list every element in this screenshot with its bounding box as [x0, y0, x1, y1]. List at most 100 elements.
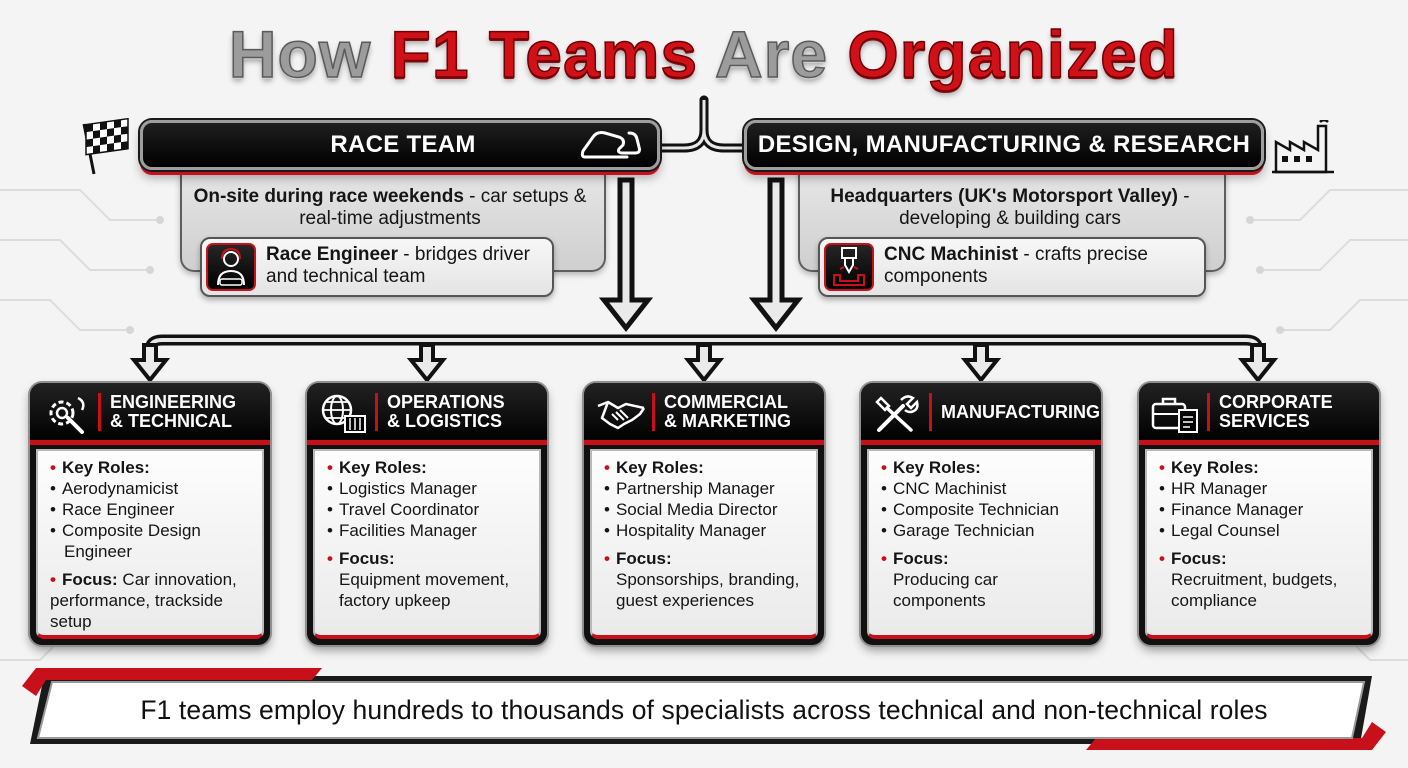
race-team-description-rest: - car setups & real-time adjustments [299, 186, 587, 229]
focus-label: Focus: [50, 570, 118, 589]
tools-icon [875, 395, 919, 432]
focus-block: Focus: Sponsorships, branding, guest exp… [604, 548, 814, 611]
dept-body: Key Roles: HR Manager Finance Manager Le… [1145, 449, 1373, 639]
dept-header: MANUFACTURING [861, 383, 1101, 445]
focus-label: Focus: [881, 549, 949, 568]
role-list: CNC Machinist Composite Technician Garag… [881, 478, 1091, 541]
dept-title-commercial: COMMERCIAL & MARKETING [664, 392, 791, 431]
dmr-banner: DESIGN, MANUFACTURING & RESEARCH [744, 120, 1264, 170]
role-list: Partnership Manager Social Media Directo… [604, 478, 814, 541]
cnc-machinist-desc: - crafts precise components [884, 244, 1148, 287]
focus-text: Equipment movement, factory upkeep [339, 570, 510, 610]
focus-text: Recruitment, budgets, compliance [1171, 570, 1338, 610]
dept-header: OPERATIONS & LOGISTICS [307, 383, 547, 445]
footer-banner [22, 668, 1386, 750]
dept-separator [1207, 393, 1210, 431]
dept-body: Key Roles: Aerodynamicist Race Engineer … [36, 449, 264, 639]
role-item: Social Media Director [604, 499, 814, 520]
role-item: Hospitality Manager [604, 520, 814, 541]
key-roles-label: Key Roles: [604, 457, 814, 478]
dept-card-commercial: COMMERCIAL & MARKETING Key Roles: Partne… [584, 383, 824, 645]
cnc-machine-icon [824, 243, 874, 291]
race-team-banner: RACE TEAM [140, 120, 660, 170]
dept-card-corporate: CORPORATE SERVICES Key Roles: HR Manager… [1139, 383, 1379, 645]
role-item: Partnership Manager [604, 478, 814, 499]
dept-card-engineering: ENGINEERING & TECHNICAL Key Roles: Aerod… [30, 383, 270, 645]
dept-header: CORPORATE SERVICES [1139, 383, 1379, 445]
race-team-description: On-site during race weekends - car setup… [190, 186, 590, 230]
dept-header: COMMERCIAL & MARKETING [584, 383, 824, 445]
dept-separator [652, 393, 655, 431]
key-roles-label: Key Roles: [50, 457, 260, 478]
focus-block: Focus: Car innovation, performance, trac… [50, 569, 260, 632]
focus-block: Focus: Equipment movement, factory upkee… [327, 548, 537, 611]
role-item: Travel Coordinator [327, 499, 537, 520]
dept-title-corporate: CORPORATE SERVICES [1219, 392, 1333, 431]
dept-separator [375, 393, 378, 431]
race-engineer-text: Race Engineer - bridges driver and techn… [266, 244, 546, 288]
role-list: HR Manager Finance Manager Legal Counsel [1159, 478, 1369, 541]
race-team-label: RACE TEAM [330, 131, 476, 158]
handshake-icon [597, 400, 646, 430]
dept-body: Key Roles: Logistics Manager Travel Coor… [313, 449, 541, 639]
focus-text: Car innovation, performance, trackside s… [50, 570, 237, 631]
race-engineer-role-box: Race Engineer - bridges driver and techn… [200, 237, 554, 297]
focus-block: Focus: Recruitment, budgets, compliance [1159, 548, 1369, 611]
focus-label: Focus: [604, 549, 672, 568]
dept-title-engineering: ENGINEERING & TECHNICAL [110, 392, 237, 431]
focus-label: Focus: [1159, 549, 1227, 568]
dept-body: Key Roles: CNC Machinist Composite Techn… [867, 449, 1095, 639]
role-item: Facilities Manager [327, 520, 537, 541]
race-team-description-bold: On-site during race weekends [193, 186, 464, 207]
factory-icon [1272, 120, 1334, 174]
role-item: Legal Counsel [1159, 520, 1369, 541]
role-item: Finance Manager [1159, 499, 1369, 520]
dept-title-operations: OPERATIONS & LOGISTICS [387, 392, 505, 431]
briefcase-icon [1151, 397, 1198, 433]
race-track-icon [580, 131, 641, 159]
role-item: Logistics Manager [327, 478, 537, 499]
cnc-machinist-title: CNC Machinist [884, 244, 1019, 265]
focus-text: Sponsorships, branding, guest experience… [616, 570, 800, 610]
footer-message: F1 teams employ hundreds to thousands of… [140, 694, 1268, 725]
dept-card-manufacturing: MANUFACTURING Key Roles: CNC Machinist C… [861, 383, 1101, 645]
title-word-how: How [228, 16, 372, 92]
race-engineer-title: Race Engineer [266, 244, 398, 265]
dept-separator [929, 393, 932, 431]
title-word-organized: Organized [847, 16, 1180, 92]
focus-text: Producing car components [893, 570, 998, 610]
title-word-f1teams: F1 Teams [390, 16, 699, 92]
focus-block: Focus: Producing car components [881, 548, 1091, 611]
key-roles-label: Key Roles: [1159, 457, 1369, 478]
cnc-machinist-role-box: CNC Machinist - crafts precise component… [818, 237, 1206, 297]
cnc-machinist-text: CNC Machinist - crafts precise component… [884, 244, 1184, 288]
role-item: CNC Machinist [881, 478, 1091, 499]
role-item: HR Manager [1159, 478, 1369, 499]
dmr-description-bold: Headquarters (UK's Motorsport Valley) [830, 186, 1179, 207]
checkered-flag-icon [82, 118, 129, 175]
race-engineer-icon [206, 243, 256, 291]
dept-separator [98, 393, 101, 431]
title-word-are: Are [714, 16, 829, 92]
role-item: Aerodynamicist [50, 478, 260, 499]
role-list: Logistics Manager Travel Coordinator Fac… [327, 478, 537, 541]
dmr-description-rest: - developing & building cars [899, 186, 1190, 229]
dept-title-manufacturing: MANUFACTURING [941, 401, 1100, 422]
role-item: Race Engineer [50, 499, 260, 520]
dept-header: ENGINEERING & TECHNICAL [30, 383, 270, 445]
role-item: Composite Technician [881, 499, 1091, 520]
key-roles-label: Key Roles: [881, 457, 1091, 478]
globe-container-icon [321, 394, 366, 433]
page-title: How F1 Teams Are Organized [0, 14, 1408, 94]
dmr-description: Headquarters (UK's Motorsport Valley) - … [810, 186, 1210, 230]
role-item: Garage Technician [881, 520, 1091, 541]
dmr-label: DESIGN, MANUFACTURING & RESEARCH [757, 131, 1251, 158]
gear-wrench-icon [49, 396, 85, 434]
role-list: Aerodynamicist Race Engineer Composite D… [50, 478, 260, 562]
focus-label: Focus: [327, 549, 395, 568]
role-item: Composite Design Engineer [50, 520, 260, 562]
dept-body: Key Roles: Partnership Manager Social Me… [590, 449, 818, 639]
key-roles-label: Key Roles: [327, 457, 537, 478]
race-engineer-desc: - bridges driver and technical team [266, 244, 530, 287]
